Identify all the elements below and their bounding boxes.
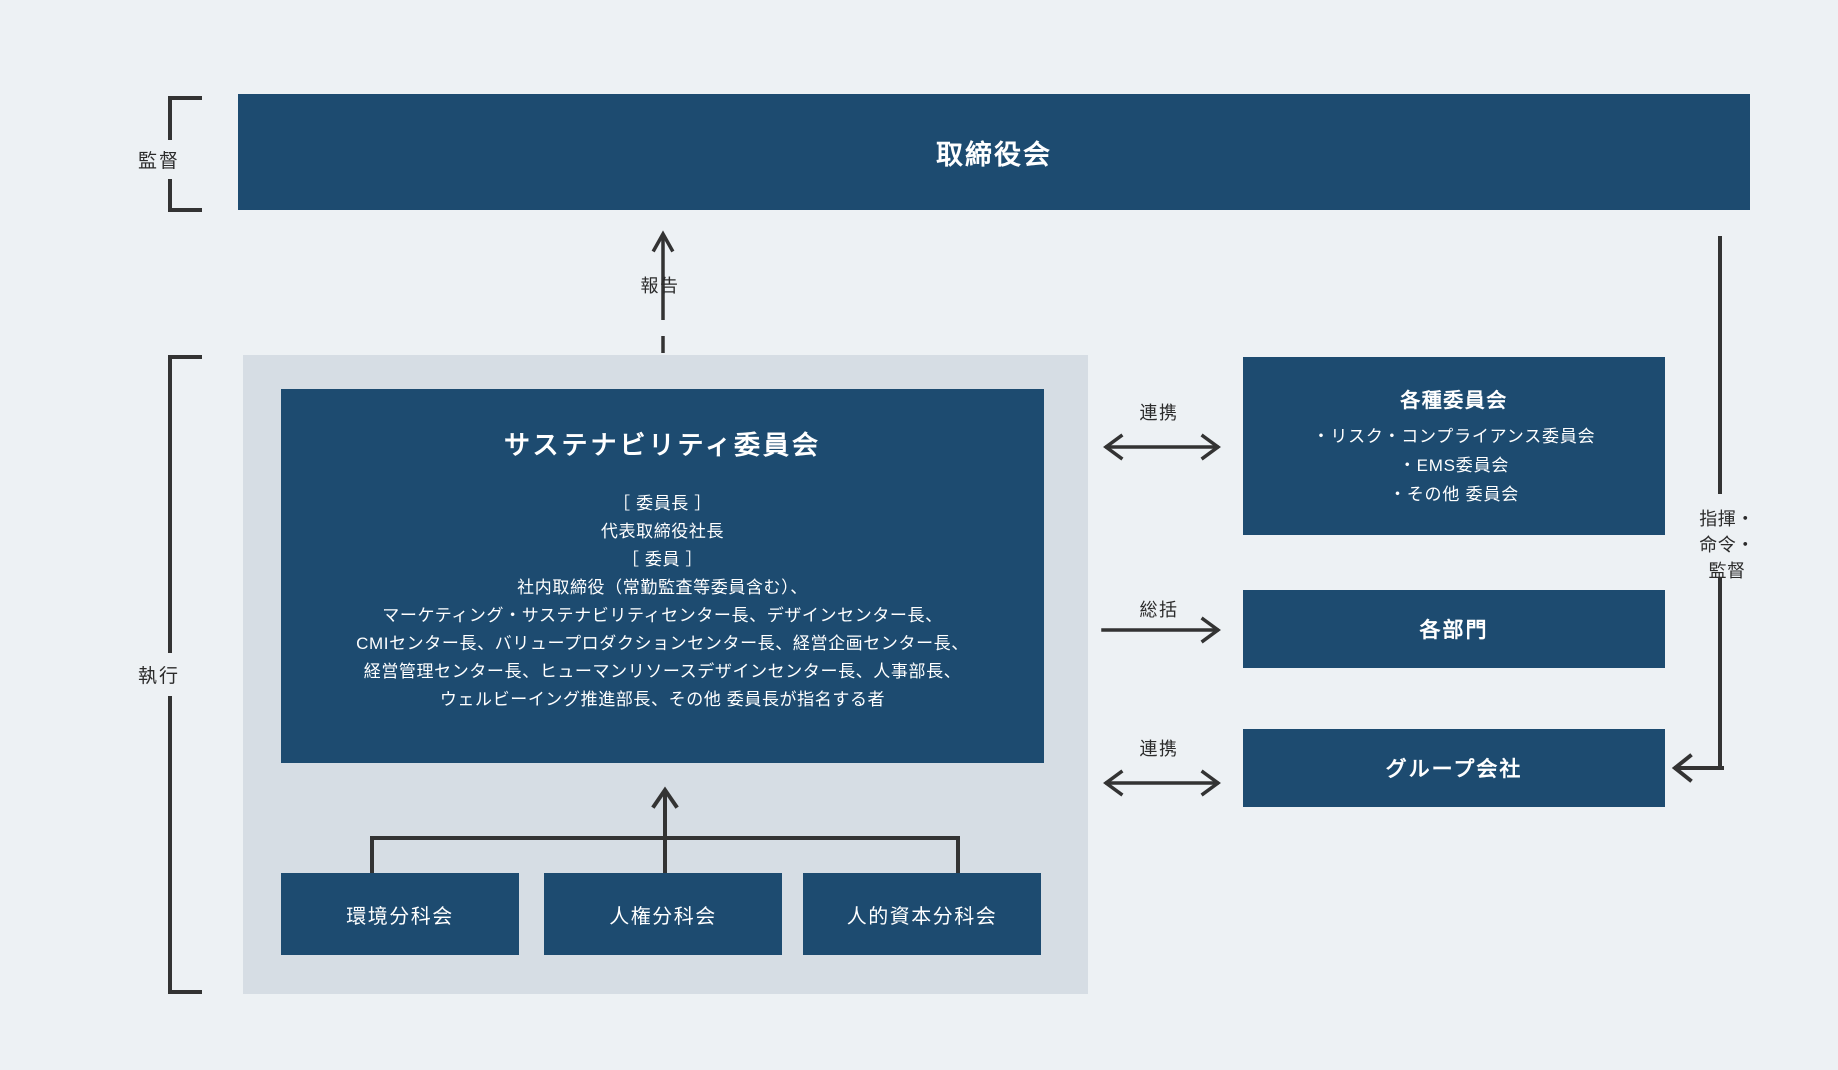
various-committees-item: ・その他 委員会: [1388, 484, 1520, 504]
subcommittee-box-human-rights[interactable]: 人権分科会: [544, 873, 782, 955]
committees-link-label: 連携: [1139, 403, 1179, 423]
group-companies-box[interactable]: グループ会社: [1243, 729, 1665, 807]
sustainability-committee-box[interactable]: サステナビリティ委員会 ［ 委員長 ］ 代表取締役社長 ［ 委員 ］ 社内取締役…: [281, 389, 1044, 763]
committee-detail-line: CMIセンター長、バリュープロダクションセンター長、経営企画センター長、: [356, 634, 969, 654]
committee-detail-line: ウェルビーイング推進部長、その他 委員長が指名する者: [439, 690, 886, 710]
supervision-bracket-bottom-arm: [168, 208, 202, 212]
departments-link-label: 総括: [1139, 600, 1179, 620]
supervision-label: 監督: [123, 140, 195, 179]
subcommittee-label: 人的資本分科会: [846, 905, 998, 928]
subcommittee-box-environment[interactable]: 環境分科会: [281, 873, 519, 955]
subcommittee-box-human-capital[interactable]: 人的資本分科会: [803, 873, 1041, 955]
committee-detail-line: ［ 委員 ］: [621, 550, 704, 570]
execution-bracket-top-arm: [168, 355, 202, 359]
subcommittee-connector: [370, 786, 960, 876]
committees-link-arrow: [1103, 433, 1221, 461]
departments-box[interactable]: 各部門: [1243, 590, 1665, 668]
report-label: 報告: [640, 276, 680, 296]
various-committees-item: ・リスク・コンプライアンス委員会: [1312, 427, 1596, 446]
various-committees-item: ・EMS委員会: [1398, 455, 1510, 475]
committee-detail-line: 代表取締役社長: [600, 522, 725, 542]
execution-label: 執行: [123, 653, 195, 696]
command-supervision-line: 命令・: [1699, 535, 1755, 556]
committee-detail-line: ［ 委員長 ］: [613, 494, 712, 513]
command-supervision-line: 監督: [1708, 561, 1746, 582]
command-arrow-to-group: [1671, 753, 1724, 783]
committee-detail-line: 社内取締役（常勤監査等委員含む）、: [517, 578, 808, 598]
subcommittee-label: 環境分科会: [346, 905, 454, 928]
command-supervision-line: 指揮・: [1699, 509, 1755, 529]
report-arrow: [651, 230, 675, 353]
sustainability-committee-title: サステナビリティ委員会: [504, 430, 821, 460]
group-companies-title: グループ会社: [1385, 758, 1523, 781]
command-line-upper: [1718, 236, 1722, 494]
command-line-lower: [1718, 578, 1722, 768]
supervision-bracket-top-arm: [168, 96, 202, 100]
group-link-arrow: [1103, 769, 1221, 797]
departments-title: 各部門: [1419, 619, 1489, 642]
committee-detail-line: マーケティング・サステナビリティセンター長、デザインセンター長、: [382, 606, 943, 626]
various-committees-box[interactable]: 各種委員会 ・リスク・コンプライアンス委員会 ・EMS委員会 ・その他 委員会: [1243, 357, 1665, 535]
board-of-directors-title: 取締役会: [936, 139, 1052, 170]
group-link-label: 連携: [1139, 739, 1179, 759]
various-committees-title: 各種委員会: [1400, 390, 1508, 412]
departments-link-arrow: [1101, 616, 1221, 644]
subcommittee-label: 人権分科会: [609, 905, 717, 928]
board-of-directors-box[interactable]: 取締役会: [238, 94, 1750, 210]
committee-detail-line: 経営管理センター長、ヒューマンリソースデザインセンター長、人事部長、: [363, 662, 962, 682]
command-supervision-label: 指揮・ 命令・ 監督: [1690, 506, 1764, 584]
execution-bracket-bottom-arm: [168, 990, 202, 994]
